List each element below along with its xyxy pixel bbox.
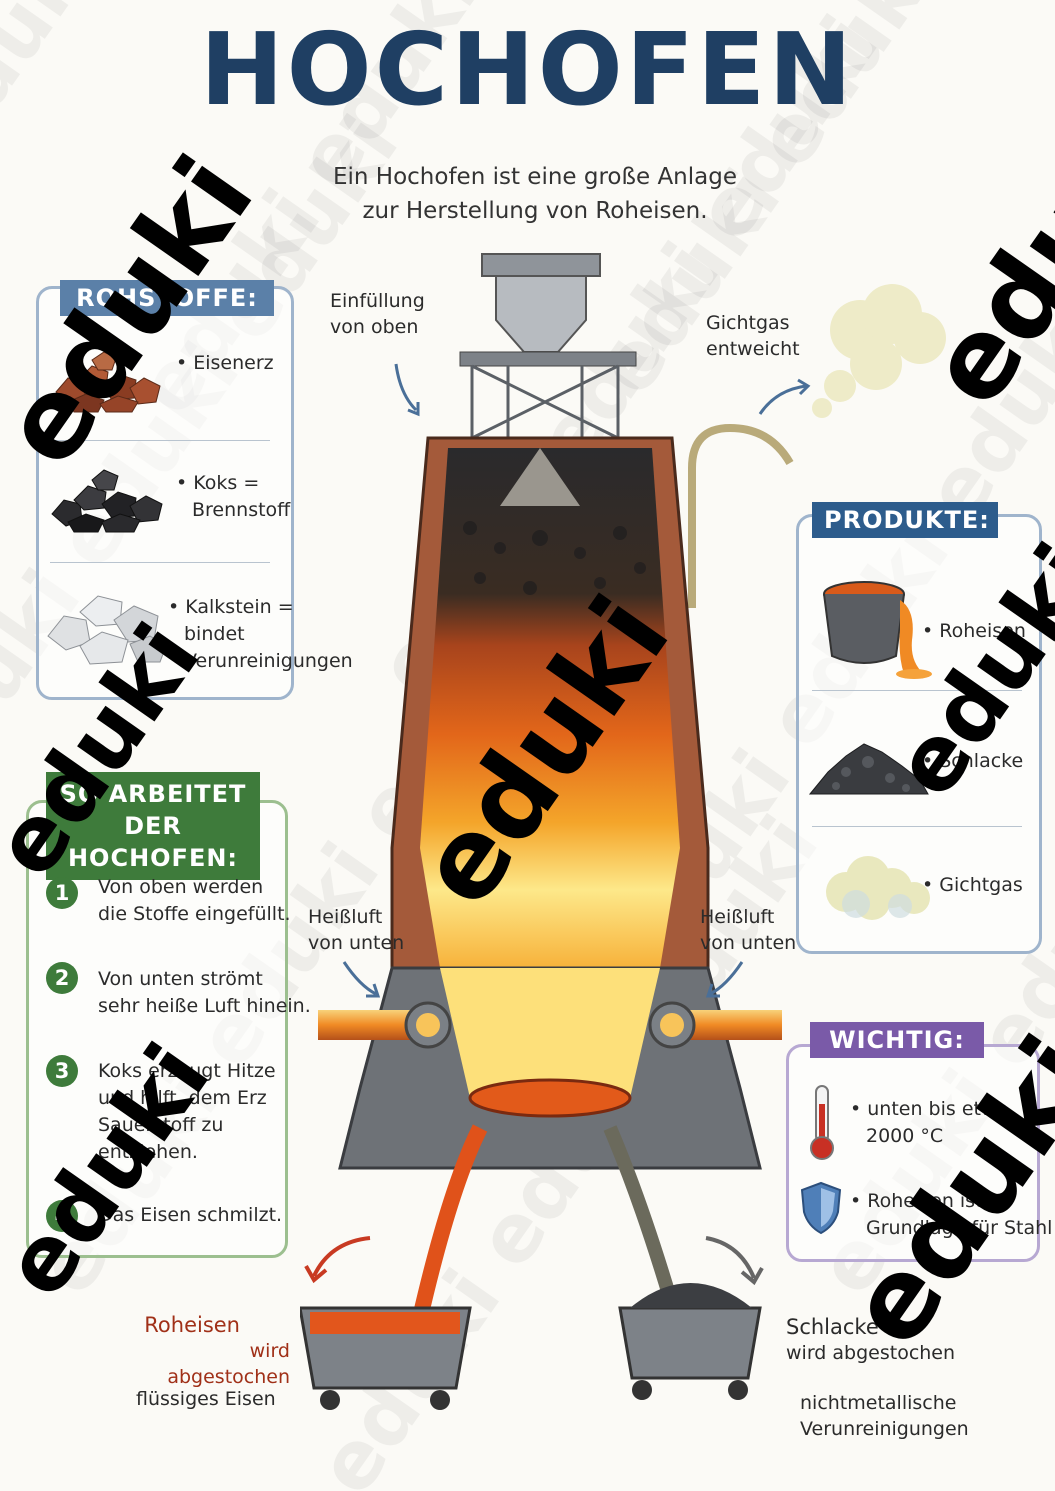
- blast-furnace-illustration: [300, 253, 794, 1410]
- subtitle-line-2: zur Herstellung von Roheisen.: [362, 198, 708, 224]
- step-2-text: Von unten strömt sehr heiße Luft hinein.: [98, 966, 311, 1020]
- thermometer-icon: [810, 1085, 834, 1160]
- rohstoffe-heading: ROHSTOFFE:: [60, 280, 274, 316]
- step-3-line4: entziehen.: [98, 1141, 198, 1163]
- exhaust-gas-cloud: [812, 284, 946, 418]
- rohstoff-koks-line2: Brennstoff: [192, 499, 291, 521]
- rohstoff-kalkstein-line2: bindet: [184, 623, 245, 645]
- step-4-number: 4: [46, 1200, 78, 1232]
- arrow-gichtgas-icon: [758, 378, 811, 415]
- callout-gichtgas: Gichtgas entweicht: [706, 310, 800, 362]
- rohstoff-koks-line1: • Koks =: [176, 472, 260, 494]
- callout-heissluft-left-line1: Heißluft: [308, 906, 383, 928]
- iron-ore-icon: [55, 351, 161, 413]
- arrow-heissluft-right-icon: [705, 961, 744, 998]
- produkte-divider-2: [812, 826, 1022, 827]
- callout-schlacke-note-line2: Verunreinigungen: [800, 1418, 969, 1440]
- produkt-gichtgas-label: • Gichtgas: [922, 874, 1023, 896]
- produkte-divider-1: [812, 690, 1022, 691]
- produkt-schlacke-label: • Schlacke: [922, 750, 1024, 772]
- shield-icon: [800, 1181, 842, 1235]
- callout-gichtgas-line2: entweicht: [706, 338, 800, 360]
- arrow-roheisen-icon: [304, 1236, 371, 1284]
- gas-cloud-icon: [826, 856, 930, 920]
- step-1-number: 1: [46, 877, 78, 909]
- callout-roheisen-note: flüssiges Eisen: [136, 1388, 276, 1410]
- callout-einfuellung: Einfüllung von oben: [330, 288, 425, 340]
- step-4-text: Das Eisen schmilzt.: [98, 1202, 282, 1229]
- step-2-number: 2: [46, 962, 78, 994]
- step-3-line2: und hilft, dem Erz: [98, 1087, 267, 1109]
- wichtig-temperatur-line1: • unten bis etwa: [850, 1098, 1009, 1120]
- step-1-line2: die Stoffe eingefüllt.: [98, 903, 291, 925]
- subtitle-line-1: Ein Hochofen ist eine große Anlage: [332, 164, 737, 190]
- callout-roheisen-title: Roheisen: [144, 1313, 240, 1337]
- wichtig-stahl-text: • Roheisen ist Grundlage für Stahl: [850, 1188, 1052, 1242]
- callout-schlacke: Schlacke wird abgestochen: [786, 1314, 955, 1366]
- rohstoff-eisenerz-label: • Eisenerz: [176, 352, 274, 374]
- step-2-line1: Von unten strömt: [98, 968, 263, 990]
- coke-icon: [51, 469, 163, 533]
- wichtig-heading: WICHTIG:: [810, 1022, 984, 1058]
- callout-heissluft-right-line2: von unten: [700, 932, 797, 954]
- ablauf-heading-line2: DER HOCHOFEN:: [67, 812, 239, 872]
- rohstoff-kalkstein-line3: Verunreinigungen: [184, 650, 353, 672]
- arrow-schlacke-icon: [705, 1236, 764, 1286]
- page-subtitle: Ein Hochofen ist eine große Anlage zur H…: [300, 160, 770, 228]
- rohstoff-kalkstein-line1: • Kalkstein =: [168, 596, 294, 618]
- ablauf-heading: SO ARBEITET DER HOCHOFEN:: [46, 772, 260, 880]
- callout-heissluft-left-line2: von unten: [308, 932, 405, 954]
- callout-einfuellung-line1: Einfüllung: [330, 290, 425, 312]
- page-title: HOCHOFEN: [199, 11, 856, 128]
- produkte-heading: PRODUKTE:: [812, 502, 998, 538]
- step-4-line1: Das Eisen schmilzt.: [98, 1204, 283, 1226]
- wichtig-stahl-line2: Grundlage für Stahl: [866, 1217, 1053, 1239]
- step-2-line2: sehr heiße Luft hinein.: [98, 995, 311, 1017]
- arrow-einfuellung-icon: [394, 363, 420, 417]
- limestone-icon: [47, 595, 167, 665]
- callout-heissluft-right: Heißluft von unten: [700, 904, 796, 956]
- callout-schlacke-note: nichtmetallische Verunreinigungen: [800, 1390, 969, 1442]
- step-1-line1: Von oben werden: [98, 876, 264, 898]
- step-3-line3: Sauerstoff zu: [98, 1114, 224, 1136]
- rohstoffe-panel: [36, 286, 294, 700]
- callout-schlacke-title: Schlacke: [786, 1315, 879, 1339]
- rohstoff-koks-label: • Koks = Brennstoff: [176, 470, 290, 524]
- arrow-heissluft-left-icon: [342, 961, 381, 998]
- callout-heissluft-right-line1: Heißluft: [700, 906, 775, 928]
- step-1-text: Von oben werden die Stoffe eingefüllt.: [98, 874, 291, 928]
- callout-heissluft-left: Heißluft von unten: [308, 904, 404, 956]
- step-3-text: Koks erzeugt Hitze und hilft, dem Erz Sa…: [98, 1058, 276, 1166]
- callout-roheisen: Roheisen wird abgestochen: [134, 1312, 290, 1390]
- wichtig-temperatur-text: • unten bis etwa 2000 °C: [850, 1096, 1008, 1150]
- rohstoffe-divider-1: [50, 440, 270, 441]
- wichtig-temperatur-line2: 2000 °C: [866, 1125, 944, 1147]
- ablauf-heading-line1: SO ARBEITET: [59, 780, 247, 808]
- callout-schlacke-note-line1: nichtmetallische: [800, 1392, 957, 1414]
- callout-roheisen-sub: wird abgestochen: [167, 1340, 290, 1388]
- step-3-line1: Koks erzeugt Hitze: [98, 1060, 276, 1082]
- callout-schlacke-sub: wird abgestochen: [786, 1342, 956, 1364]
- rohstoff-kalkstein-label: • Kalkstein = bindet Verunreinigungen: [168, 594, 353, 675]
- callout-gichtgas-line1: Gichtgas: [706, 312, 790, 334]
- wichtig-stahl-line1: • Roheisen ist: [850, 1190, 983, 1212]
- step-3-number: 3: [46, 1055, 78, 1087]
- molten-iron-ladle-icon: [823, 581, 932, 679]
- callout-einfuellung-line2: von oben: [330, 316, 419, 338]
- produkt-roheisen-label: • Roheisen: [922, 620, 1026, 642]
- rohstoffe-divider-2: [50, 562, 270, 563]
- slag-icon: [808, 743, 929, 795]
